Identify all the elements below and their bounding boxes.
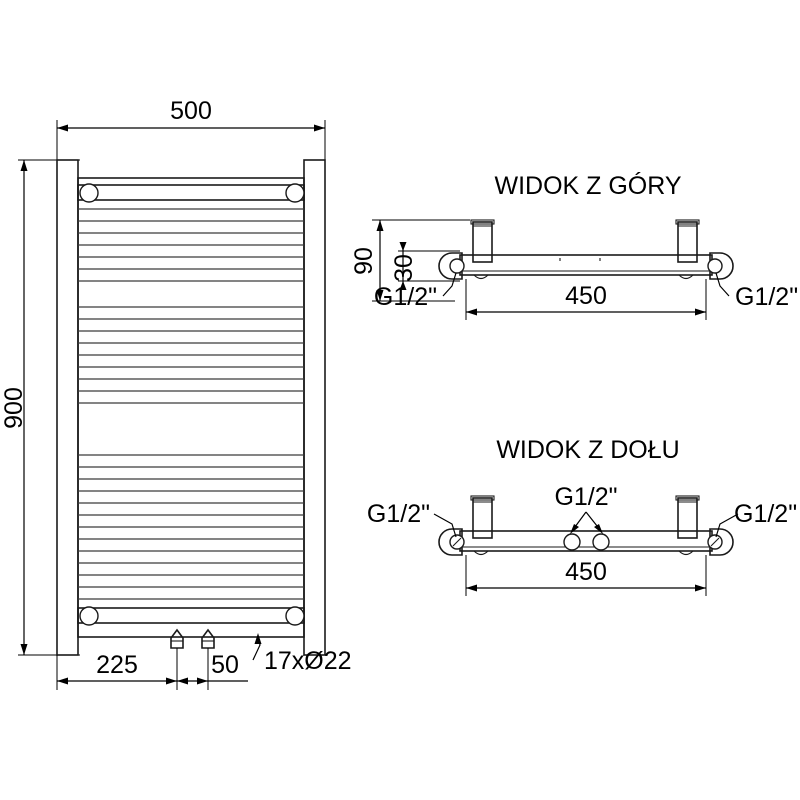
height-dimension-900: 900 (0, 159, 80, 656)
depth-dimension-90: 90 (350, 219, 470, 302)
bottom-thread-left: G1/2" (367, 500, 457, 538)
offset-dimension-225: 225 (56, 651, 177, 690)
top-manifold-tube (459, 254, 713, 276)
bottom-right-bracket (678, 550, 694, 556)
top-right-port-circle (285, 183, 305, 203)
bottom-collector (77, 606, 305, 626)
radiator-body (77, 177, 305, 638)
top-hidden-lines (559, 258, 601, 262)
bottom-center-port-left (563, 533, 581, 551)
bottom-left-post (470, 495, 495, 539)
bottom-thread-right-label: G1/2" (734, 500, 797, 528)
bottom-right-elbow (707, 528, 734, 556)
bottom-left-elbow (438, 528, 465, 556)
top-right-elbow (707, 252, 734, 280)
top-left-port (449, 258, 465, 274)
inner-dimension-30: 30 (390, 242, 460, 290)
top-left-elbow (438, 252, 465, 280)
bottom-thread-center-label: G1/2" (554, 483, 617, 511)
valve-connector-right (201, 628, 215, 690)
top-view: WIDOK Z GÓRY 90 30 (350, 171, 798, 320)
height-dimension-label: 900 (0, 387, 28, 429)
front-view: 500 900 (0, 97, 352, 690)
bottom-view-title: WIDOK Z DOŁU (496, 436, 679, 464)
inner-dimension-label: 30 (390, 254, 418, 282)
left-side-rail (56, 159, 79, 656)
depth-dimension-label: 90 (350, 247, 378, 275)
bottom-thread-right: G1/2" (715, 500, 797, 538)
bottom-span-dimension-450: 450 (465, 555, 707, 596)
bottom-center-port-right (592, 533, 610, 551)
bottom-manifold-tube (459, 530, 713, 552)
rung-count-label: 17xØ22 (264, 647, 352, 675)
ladder-rungs (78, 208, 304, 600)
top-thread-right-label: G1/2" (735, 283, 798, 311)
top-thread-left-label: G1/2" (374, 283, 437, 311)
width-dimension-500: 500 (56, 97, 326, 170)
top-right-port (707, 258, 723, 274)
rung-count-note: 17xØ22 (252, 633, 352, 675)
top-span-dimension-450: 450 (465, 279, 707, 320)
top-view-title: WIDOK Z GÓRY (494, 171, 681, 200)
top-collector (77, 183, 305, 203)
width-dimension-label: 500 (170, 97, 212, 125)
right-side-rail (303, 159, 326, 656)
valve-connector-left (170, 628, 184, 690)
top-right-post (675, 219, 700, 263)
top-left-port-circle (79, 183, 99, 203)
top-left-post (470, 219, 495, 263)
bottom-left-port-circle (79, 606, 99, 626)
bottom-span-label: 450 (565, 558, 607, 586)
bottom-thread-left-label: G1/2" (367, 500, 430, 528)
bottom-right-post (675, 495, 700, 539)
bottom-right-port-circle (285, 606, 305, 626)
top-span-label: 450 (565, 282, 607, 310)
spacing-dimension-label: 50 (211, 651, 239, 679)
top-left-bracket (473, 274, 489, 280)
top-thread-right: G1/2" (715, 272, 798, 311)
top-right-bracket (678, 274, 694, 280)
bottom-thread-center: G1/2" (554, 483, 618, 534)
spacing-dimension-50: 50 (177, 651, 248, 685)
bottom-view: WIDOK Z DOŁU (367, 436, 797, 596)
bottom-left-bracket (473, 550, 489, 556)
top-thread-left: G1/2" (374, 272, 457, 311)
offset-dimension-label: 225 (96, 651, 138, 679)
